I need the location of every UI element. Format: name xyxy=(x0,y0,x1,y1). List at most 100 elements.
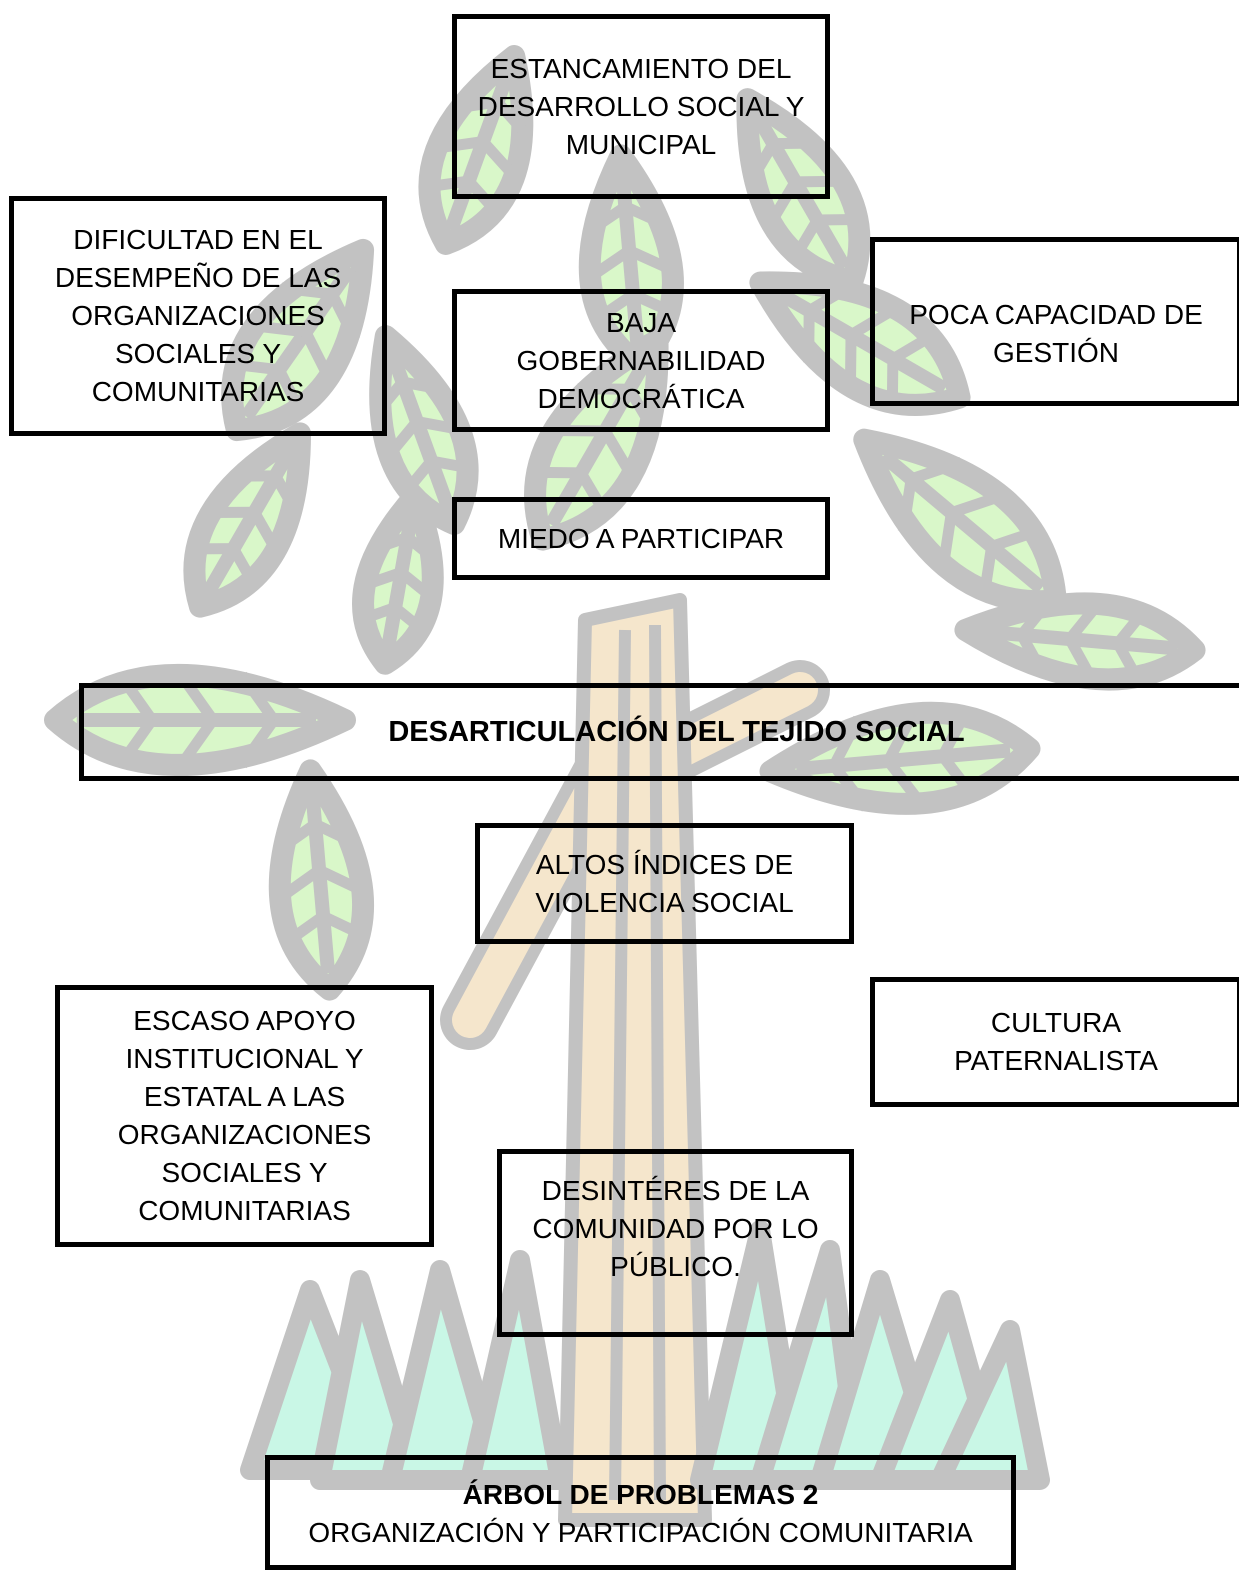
leaf-vein xyxy=(1065,600,1103,643)
leaf-vein xyxy=(210,506,255,519)
leaf-vein xyxy=(280,911,327,949)
leaf-vein xyxy=(938,511,957,566)
leaf-vein xyxy=(937,706,973,759)
leaf-vein xyxy=(795,743,1011,777)
box-text-line: DESEMPEÑO DE LAS xyxy=(54,262,342,293)
leaf-vein xyxy=(978,545,998,600)
leaf-vein xyxy=(776,287,949,395)
leaf-vein xyxy=(305,791,336,974)
leaf-vein xyxy=(254,320,307,338)
leaf-vein xyxy=(751,113,851,271)
trunk-shape xyxy=(558,593,712,1527)
leaf-vein xyxy=(404,533,441,566)
leaf-vein xyxy=(529,466,582,479)
leaf-vein xyxy=(806,279,857,316)
leaf-vein xyxy=(316,865,365,896)
leaf-vein xyxy=(391,603,429,637)
leaf-vein xyxy=(228,545,260,590)
trunk xyxy=(558,593,712,1527)
box-text-line: COMUNIDAD POR LO xyxy=(532,1213,819,1244)
leaf-vein xyxy=(450,96,499,115)
leaf-vein xyxy=(276,865,323,903)
leaf-vein xyxy=(989,524,1044,552)
leaf-vein xyxy=(370,378,407,420)
leaf-vein xyxy=(624,386,661,437)
box-text-line: POCA CAPACIDAD DE xyxy=(909,299,1203,330)
leaf-vein xyxy=(626,245,675,276)
leaf-vein xyxy=(231,470,276,482)
leaf-vein xyxy=(883,757,926,807)
grass-blade xyxy=(930,1320,1050,1490)
leaf-vein xyxy=(1113,604,1151,647)
central-problem-box: DESARTICULACIÓN DEL TEJIDO SOCIAL xyxy=(79,683,1239,781)
leaf-vein xyxy=(280,282,333,300)
box-text-line: COMUNITARIAS xyxy=(91,376,305,407)
leaf-vein xyxy=(583,202,629,238)
leaf-vein xyxy=(384,418,422,459)
leaf-vein xyxy=(788,217,823,264)
leaf-vein xyxy=(189,543,234,555)
leaf-vein xyxy=(844,334,857,387)
box-text-line: ORGANIZACIONES xyxy=(117,1119,372,1150)
leaf-vein xyxy=(320,911,369,942)
leaf-vein xyxy=(312,819,361,850)
leaf-vein xyxy=(421,175,470,194)
leaf-vein xyxy=(1112,640,1145,686)
leaf-vein xyxy=(240,263,357,421)
leaf xyxy=(221,238,375,442)
leaf-vein xyxy=(576,470,613,521)
leaf-vein xyxy=(1016,632,1049,678)
leaf-vein xyxy=(493,98,533,141)
leaf xyxy=(954,592,1206,691)
leaf-vein xyxy=(237,716,279,769)
leaf-vein xyxy=(890,327,941,364)
box-text-line: SOCIALES Y xyxy=(161,1157,328,1188)
box-text-line: BAJA xyxy=(605,306,677,338)
leaf-vein xyxy=(386,352,456,513)
leaf-vein xyxy=(401,376,447,396)
box-text-line: DESINTÉRES DE LA xyxy=(541,1175,810,1206)
box-text-line: COMUNITARIAS xyxy=(138,1195,351,1226)
leaf-vein xyxy=(623,201,671,232)
box-text-line: DIFICULTAD EN EL xyxy=(73,224,323,255)
leaf-vein xyxy=(327,291,361,343)
leaf-vein xyxy=(201,447,297,598)
leaf-vein xyxy=(766,179,801,226)
box-text-line: INSTITUCIONAL Y xyxy=(125,1043,364,1074)
box-text-line: MUNICIPAL xyxy=(565,128,717,160)
diagram-title-box: ÁRBOL DE PROBLEMAS 2 ORGANIZACIÓN Y PART… xyxy=(265,1455,1016,1570)
grass-blade xyxy=(460,1250,570,1490)
trunk-groove xyxy=(649,624,666,1501)
box-text-line: PATERNALISTA xyxy=(954,1045,1158,1076)
leaf-vein xyxy=(397,568,435,602)
box-text-line: GOBERNABILIDAD xyxy=(516,344,766,376)
grass xyxy=(240,1220,1050,1490)
box-text-line: DESARTICULACIÓN DEL TEJIDO SOCIAL xyxy=(388,716,965,748)
leaf-vein xyxy=(829,762,871,812)
leaf-vein xyxy=(897,478,917,532)
leaf-vein xyxy=(987,625,1178,656)
box-text-line: SOCIALES Y xyxy=(114,338,281,369)
leaf xyxy=(578,144,684,376)
leaf-vein xyxy=(773,137,821,150)
trunk-groove xyxy=(609,629,631,1501)
leaf-vein xyxy=(237,671,279,724)
leaf-vein xyxy=(363,567,404,591)
leaf-vein xyxy=(399,457,436,499)
leaf-vein xyxy=(587,246,633,282)
leaf-vein xyxy=(444,72,514,233)
leaf-vein xyxy=(430,455,476,475)
leaf-vein xyxy=(817,213,865,226)
leaf-vein xyxy=(1064,636,1097,682)
diagram-title: ÁRBOL DE PROBLEMAS 2 xyxy=(462,1479,819,1510)
leaf-vein xyxy=(380,511,419,653)
leaf-vein xyxy=(176,671,218,724)
leaf-vein xyxy=(300,329,334,380)
leaf-vein xyxy=(577,383,630,395)
leaf xyxy=(44,664,356,776)
